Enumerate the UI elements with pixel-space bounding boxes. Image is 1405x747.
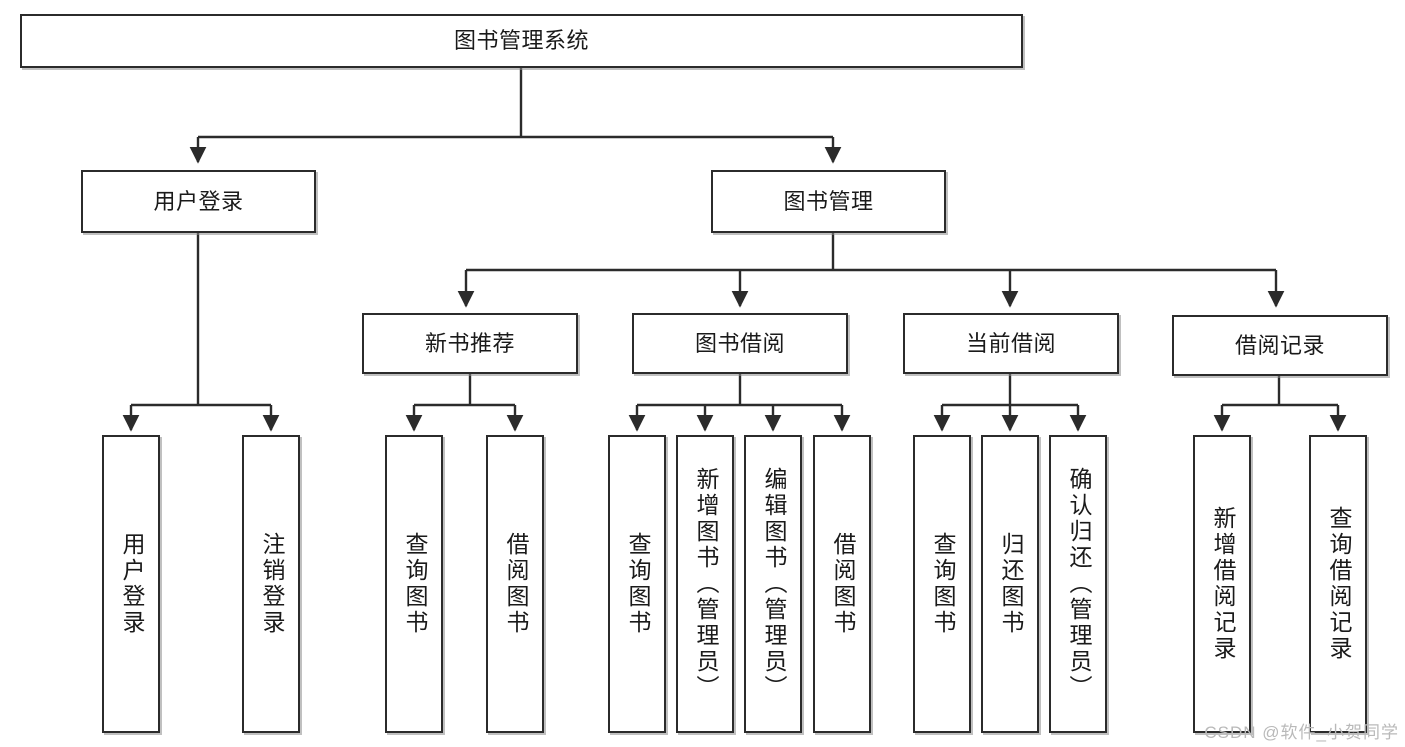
leaf-borrow-book-newbook[interactable]: 借阅图书 xyxy=(486,435,544,733)
node-label: 借阅图书 xyxy=(829,532,856,636)
node-label: 图书管理 xyxy=(783,188,874,214)
leaf-confirm-return-admin[interactable]: 确认归还（管理员） xyxy=(1049,435,1107,733)
node-label: 图书管理系统 xyxy=(453,28,589,54)
node-root[interactable]: 图书管理系统 xyxy=(20,14,1023,68)
node-label: 新书推荐 xyxy=(424,330,515,356)
node-label: 借阅记录 xyxy=(1234,332,1325,358)
leaf-return-book[interactable]: 归还图书 xyxy=(981,435,1039,733)
watermark: CSDN @软件_小贺同学 xyxy=(1204,723,1399,742)
leaf-query-book-current[interactable]: 查询图书 xyxy=(913,435,971,733)
node-label: 借阅图书 xyxy=(502,532,529,636)
node-borrow-records[interactable]: 借阅记录 xyxy=(1172,315,1388,376)
leaf-add-borrow-record[interactable]: 新增借阅记录 xyxy=(1193,435,1251,733)
node-current-borrow[interactable]: 当前借阅 xyxy=(903,313,1119,374)
node-label: 图书借阅 xyxy=(694,330,785,356)
node-label: 注销登录 xyxy=(258,532,285,636)
leaf-edit-book-admin[interactable]: 编辑图书（管理员） xyxy=(744,435,802,733)
node-label: 用户登录 xyxy=(153,188,244,214)
node-label: 编辑图书（管理员） xyxy=(760,467,787,701)
leaf-query-book-borrow[interactable]: 查询图书 xyxy=(608,435,666,733)
node-label: 查询借阅记录 xyxy=(1325,506,1352,662)
node-book-borrow[interactable]: 图书借阅 xyxy=(632,313,848,374)
node-user-login[interactable]: 用户登录 xyxy=(81,170,316,233)
node-book-management[interactable]: 图书管理 xyxy=(711,170,946,233)
node-label: 查询图书 xyxy=(929,532,956,636)
node-label: 确认归还（管理员） xyxy=(1065,467,1092,701)
leaf-borrow-book[interactable]: 借阅图书 xyxy=(813,435,871,733)
leaf-logout[interactable]: 注销登录 xyxy=(242,435,300,733)
node-label: 归还图书 xyxy=(997,532,1024,636)
node-label: 查询图书 xyxy=(401,532,428,636)
node-new-book-recommend[interactable]: 新书推荐 xyxy=(362,313,578,374)
leaf-add-book-admin[interactable]: 新增图书（管理员） xyxy=(676,435,734,733)
node-label: 用户登录 xyxy=(118,532,145,636)
node-label: 新增图书（管理员） xyxy=(692,467,719,701)
leaf-query-borrow-record[interactable]: 查询借阅记录 xyxy=(1309,435,1367,733)
node-label: 新增借阅记录 xyxy=(1209,506,1236,662)
node-label: 当前借阅 xyxy=(965,330,1056,356)
leaf-query-book-newbook[interactable]: 查询图书 xyxy=(385,435,443,733)
leaf-user-login[interactable]: 用户登录 xyxy=(102,435,160,733)
node-label: 查询图书 xyxy=(624,532,651,636)
